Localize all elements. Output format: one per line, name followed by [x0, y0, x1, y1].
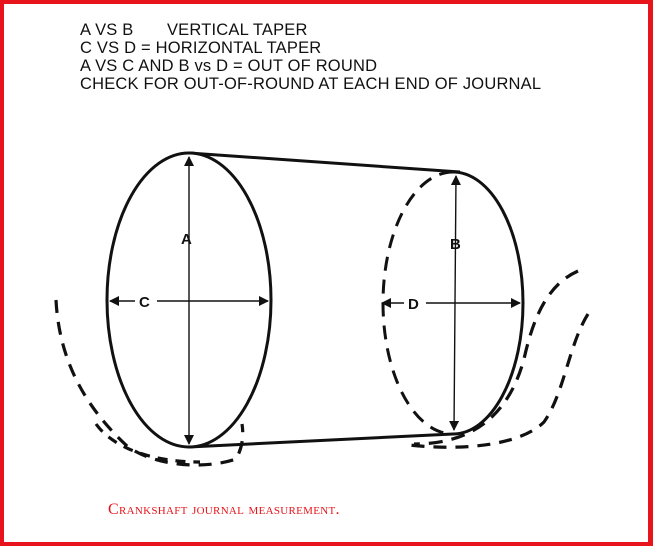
journal-diagram: A B C D — [54, 151, 590, 467]
journal-top-edge — [188, 151, 461, 174]
note-horizontal-taper: C VS D = HORIZONTAL TAPER — [80, 39, 322, 57]
figure-caption: Crankshaft journal measurement. — [108, 501, 340, 518]
bearing-shell-left — [54, 299, 245, 467]
journal-far-end-solid — [452, 170, 525, 436]
label-d: D — [408, 296, 419, 313]
label-c: C — [139, 294, 150, 311]
label-a: A — [181, 231, 192, 248]
journal-bottom-edge — [188, 432, 454, 449]
bearing-shell-right-outer — [408, 313, 590, 449]
label-b: B — [450, 236, 461, 253]
note-out-of-round: A VS C AND B vs D = OUT OF ROUND — [80, 57, 378, 75]
measurement-notes: A VS B VERTICAL TAPER C VS D = HORIZONTA… — [80, 21, 541, 93]
note-vertical-taper: A VS B VERTICAL TAPER — [80, 21, 308, 39]
note-check-each-end: CHECK FOR OUT-OF-ROUND AT EACH END OF JO… — [80, 75, 542, 93]
bearing-shell-left-lower — [94, 423, 201, 464]
bearing-shell-right — [413, 269, 579, 446]
